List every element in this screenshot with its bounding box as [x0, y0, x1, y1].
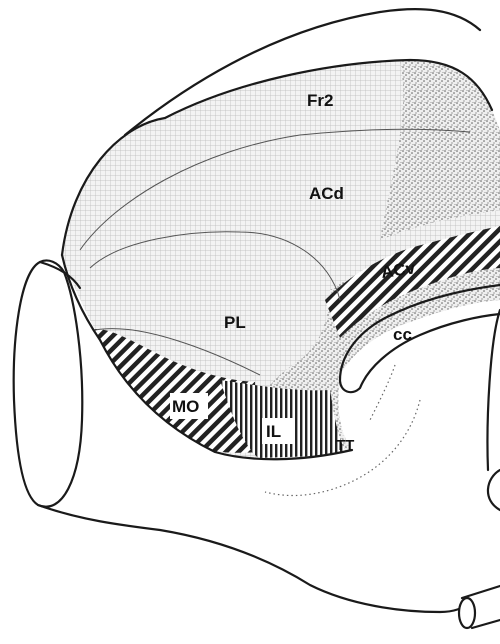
dotted-line-upper	[370, 365, 395, 420]
right-ventricle-outline	[488, 310, 500, 470]
label-pl: PL	[224, 313, 246, 332]
label-mo: MO	[172, 397, 199, 416]
label-cc: cc	[393, 325, 412, 344]
tract-top	[462, 586, 500, 598]
label-il: IL	[266, 422, 281, 441]
tract-bottom	[472, 620, 500, 628]
olfactory-bulb	[14, 260, 83, 506]
label-tt: TT	[336, 437, 354, 454]
cortex-fill-group	[0, 0, 500, 500]
label-fr2: Fr2	[307, 91, 333, 110]
label-acd: ACd	[309, 184, 344, 203]
tract-end-cap	[459, 598, 475, 628]
right-small-loop	[488, 470, 500, 510]
ventral-outline	[38, 505, 468, 612]
